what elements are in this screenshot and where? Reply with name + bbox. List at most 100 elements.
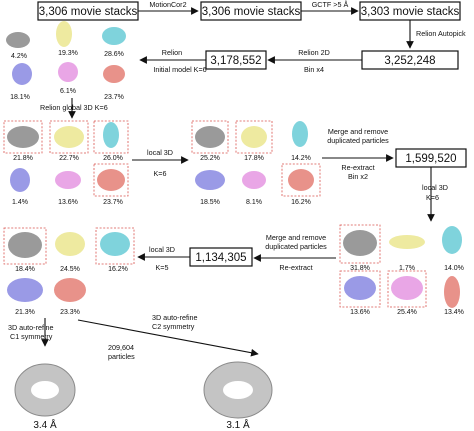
map-initial-1 (6, 32, 30, 48)
box-stacks-filtered-text: 3,303 movie stacks (361, 6, 460, 18)
label-initial-model: Initial model K=6 (153, 65, 206, 74)
map-local1-2 (241, 126, 267, 148)
map-local1-6 (288, 169, 314, 191)
label-particles-b: particles (108, 352, 135, 361)
map-final-c2-hole (223, 381, 253, 399)
map-global-5 (55, 171, 81, 189)
map-local3-3 (100, 232, 130, 256)
map-global-3 (103, 122, 119, 148)
map-local3-5 (54, 278, 86, 302)
pct-local1-4: 18.5% (200, 199, 220, 206)
box-count-3252248-text: 3,252,248 (384, 55, 435, 67)
select-box-local2-5 (387, 270, 427, 308)
select-box-local1-2 (235, 120, 273, 154)
map-local1-4 (195, 170, 225, 190)
pct-local2-6: 13.4% (444, 309, 464, 316)
pct-local2-2: 1.7% (399, 265, 415, 272)
local-3d-2-classes: 31.8% 1.7% 14.0% 13.6% 25.4% 13.4% (339, 224, 464, 316)
label-gctf: GCTF >5 Å (312, 0, 349, 9)
map-global-6 (97, 169, 125, 191)
label-local-3d-1: local 3D (147, 148, 173, 157)
pct-local2-1: 31.8% (350, 265, 370, 272)
pct-local1-5: 8.1% (246, 199, 262, 206)
label-relion-2d: Relion 2D (298, 48, 330, 57)
label-auto-c2-b: C2 symmetry (152, 322, 195, 331)
label-auto-c2-a: 3D auto-refine (152, 313, 198, 322)
select-box-local1-1 (191, 120, 229, 154)
pct-local1-1: 25.2% (200, 155, 220, 162)
initial-model-classes: 4.2% 19.3% 28.6% 18.1% 6.1% 23.7% (6, 21, 126, 101)
pct-local1-3: 14.2% (291, 155, 311, 162)
map-global-2 (54, 126, 84, 148)
label-motioncor2: MotionCor2 (149, 0, 186, 9)
pct-global-2: 22.7% (59, 155, 79, 162)
pct-local2-4: 13.6% (350, 309, 370, 316)
label-auto-c1-a: 3D auto-refine (8, 323, 54, 332)
map-initial-4 (12, 63, 32, 85)
map-local1-5 (242, 171, 266, 189)
global-3d-classes: 21.8% 22.7% 26.0% 1.4% 13.6% 23.7% (3, 120, 129, 206)
select-box-local2-1 (339, 224, 381, 264)
pct-local3-2: 24.5% (60, 266, 80, 273)
label-duplicated-2: duplicated particles (265, 242, 327, 251)
label-particles-a: 209,604 (108, 343, 134, 352)
box-stacks-aligned: 3,306 movie stacks (200, 1, 302, 21)
label-local-3d-3: local 3D (149, 245, 175, 254)
label-duplicated-1: duplicated particles (327, 136, 389, 145)
pct-global-1: 21.8% (13, 155, 33, 162)
box-count-1599520-text: 1,599,520 (405, 153, 456, 165)
pct-initial-5: 6.1% (60, 88, 76, 95)
pct-local3-3: 16.2% (108, 266, 128, 273)
label-reextract-1: Re-extract (341, 163, 374, 172)
label-auto-c1-b: C1 symmetry (10, 332, 53, 341)
map-final-c1-hole (31, 381, 59, 399)
map-local3-4 (7, 278, 43, 302)
resolution-c2: 3.1 Å (226, 418, 250, 431)
pct-initial-6: 23.7% (104, 94, 124, 101)
pct-initial-3: 28.6% (104, 51, 124, 58)
select-box-local1-6 (281, 163, 321, 197)
pct-global-6: 23.7% (103, 199, 123, 206)
local-3d-3-classes: 18.4% 24.5% 16.2% 21.3% 23.3% (3, 227, 135, 316)
select-box-local3-1 (3, 227, 47, 265)
label-merge-2: Merge and remove (266, 233, 326, 242)
box-count-1599520: 1,599,520 (395, 148, 467, 168)
final-map-c1: 3.4 Å (14, 363, 76, 431)
map-local2-2 (389, 235, 425, 249)
resolution-c1: 3.4 Å (33, 418, 57, 431)
label-bin-x2: Bin x2 (348, 172, 368, 181)
select-box-local2-4 (339, 270, 381, 308)
box-stacks-aligned-text: 3,306 movie stacks (202, 6, 301, 18)
pct-initial-1: 4.2% (11, 53, 27, 60)
label-relion-autopick: Relion Autopick (416, 29, 466, 38)
map-initial-3 (102, 27, 126, 45)
map-local2-6 (444, 276, 460, 308)
label-k6-2: K=6 (426, 193, 439, 202)
pct-local3-5: 23.3% (60, 309, 80, 316)
label-k5: K=5 (156, 263, 169, 272)
local-3d-1-classes: 25.2% 17.8% 14.2% 18.5% 8.1% 16.2% (191, 120, 321, 206)
map-local1-3 (292, 121, 308, 147)
map-local1-1 (195, 126, 225, 148)
final-map-c2: 3.1 Å (203, 361, 273, 431)
map-initial-5 (58, 62, 78, 82)
label-relion-global-3d: Relion global 3D K=6 (40, 103, 108, 112)
map-global-1 (7, 126, 39, 148)
pct-global-5: 13.6% (58, 199, 78, 206)
map-local3-2 (55, 232, 85, 256)
box-count-1134305-text: 1,134,305 (195, 252, 246, 264)
label-bin-x4: Bin x4 (304, 65, 324, 74)
box-count-1134305: 1,134,305 (189, 247, 253, 267)
arrow-auto-refine-c2 (77, 319, 259, 357)
map-initial-2 (56, 21, 72, 47)
pct-local2-3: 14.0% (444, 265, 464, 272)
pct-global-3: 26.0% (103, 155, 123, 162)
label-merge-1: Merge and remove (328, 127, 388, 136)
select-box-global-6 (93, 163, 129, 197)
select-box-global-1 (3, 120, 43, 154)
map-initial-6 (103, 65, 125, 83)
box-count-3252248: 3,252,248 (361, 50, 459, 70)
map-global-4 (10, 168, 30, 192)
select-box-global-3 (93, 120, 129, 154)
